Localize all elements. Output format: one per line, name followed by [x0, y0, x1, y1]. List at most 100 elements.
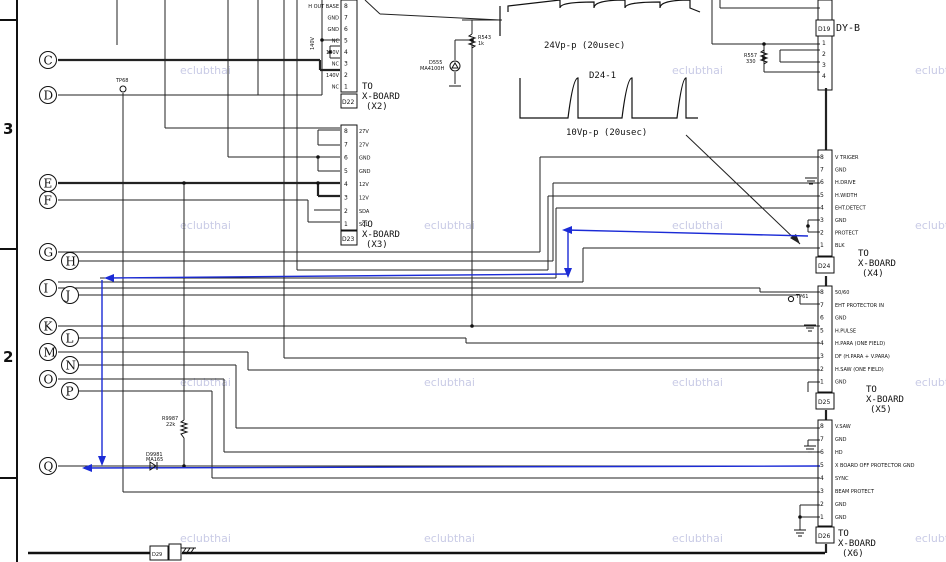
connector-label: C — [44, 53, 53, 67]
pin-label: SYNC — [835, 476, 849, 482]
pin-label: H.WIDTH — [835, 193, 858, 199]
pin-number: 8 — [820, 423, 824, 430]
pin-label: NC — [332, 39, 340, 45]
pin-number: 3 — [820, 353, 824, 360]
diode-d555: D555 MA4100H — [420, 60, 461, 87]
svg-text:4: 4 — [822, 73, 826, 80]
pin-label: EHT PROTECTOR IN — [835, 303, 884, 309]
pin-number: 2 — [820, 501, 824, 508]
svg-text:2: 2 — [822, 51, 826, 58]
pin-label: H.PULSE — [835, 328, 856, 334]
d23-id: D23 — [342, 236, 354, 243]
pin-number: 6 — [820, 449, 824, 456]
d24-id: D24 — [818, 263, 830, 270]
pin-label: GND — [328, 16, 340, 22]
pin-label: 27V — [359, 129, 369, 135]
svg-text:R557: R557 — [744, 53, 757, 59]
connector-label: L — [66, 331, 74, 345]
waveform-24vpp: 24Vp-p (20usec) — [499, 0, 701, 51]
zone-label-2: 2 — [3, 348, 13, 366]
pin-number: 4 — [344, 49, 348, 56]
pin-number: 7 — [820, 436, 824, 443]
pin-label: GND — [835, 380, 847, 386]
pin-label: H OUT BASE — [308, 4, 339, 10]
pin-label: EHT.DETECT — [835, 205, 867, 211]
pin-number: 4 — [820, 340, 824, 347]
d25-id: D25 — [818, 399, 830, 406]
connector-h: H — [61, 252, 79, 270]
pin-label: GND — [359, 169, 371, 175]
pin-number: 8 — [820, 289, 824, 296]
pin-label: 140V — [326, 73, 340, 79]
pin-label: 27V — [359, 142, 369, 148]
pin-number: 7 — [344, 141, 348, 148]
pin-label: X BOARD OFF PROTECTOR GND — [835, 463, 915, 469]
d19-name: DY-B — [836, 23, 860, 34]
d29-id: D29 — [152, 552, 162, 558]
connector-label: D — [44, 88, 54, 102]
connector-f: F — [39, 191, 57, 209]
pin-number: 3 — [820, 217, 824, 224]
pin-number: 8 — [344, 3, 348, 10]
watermark-text: eclubthai — [180, 64, 231, 77]
pin-label: NC — [332, 85, 340, 91]
connector-g: G — [39, 243, 57, 261]
pin-label: 12V — [359, 182, 369, 188]
pin-label: BLK — [835, 243, 845, 249]
waveform-d24-1-title: D24-1 — [589, 71, 616, 81]
svg-text:330: 330 — [746, 59, 756, 65]
pin-label: NC — [332, 62, 340, 68]
pin-number: 2 — [344, 208, 348, 215]
watermarks: eclubthai eclubthai eclubthai eclubthai … — [180, 64, 946, 545]
connector-m: M — [39, 343, 57, 361]
pin-label: 50/60 — [835, 290, 849, 296]
watermark-text: eclubthai — [672, 64, 723, 77]
pin-label: SDA — [359, 209, 370, 215]
watermark-text: eclubthai — [672, 532, 723, 545]
connector-l: L — [61, 329, 79, 347]
watermark-text: eclubthai — [915, 376, 946, 389]
connector-label: P — [66, 384, 74, 398]
svg-text:R9987: R9987 — [162, 416, 178, 422]
pin-label: GND — [359, 156, 371, 162]
pin-number: 1 — [820, 379, 824, 386]
pin-label: H.PARA (ONE FIELD) — [835, 341, 885, 347]
svg-text:R543: R543 — [478, 35, 491, 41]
pin-label: H.SAW (ONE FIELD) — [835, 367, 884, 373]
svg-text:MA4100H: MA4100H — [420, 66, 444, 72]
pin-number: 5 — [820, 462, 824, 469]
d19-id: D19 — [818, 26, 830, 33]
d22-id: D22 — [342, 99, 354, 106]
connector-label: H — [66, 254, 76, 268]
pin-number: 4 — [820, 204, 824, 211]
signal-trace-arrows — [83, 229, 821, 469]
pin-label: 12V — [359, 196, 369, 202]
connector-d29: D29 — [149, 543, 196, 561]
waveform-d24-1-label: 10Vp-p (20usec) — [566, 128, 647, 138]
svg-text:TP68: TP68 — [115, 78, 128, 84]
resistor-r9987: R9987 22k — [162, 416, 189, 439]
svg-text:TP61: TP61 — [795, 294, 808, 300]
connector-label: J — [64, 288, 71, 302]
pin-label: BEAM PROTECT — [835, 489, 875, 495]
connector-label: I — [44, 281, 49, 295]
pin-number: 1 — [820, 514, 824, 521]
watermark-text: eclubthai — [672, 376, 723, 389]
connector-j: J — [61, 286, 79, 304]
svg-text:3: 3 — [822, 62, 826, 69]
pin-number: 8 — [820, 154, 824, 161]
connector-d19: D19 DY-B 12 34 — [815, 0, 860, 91]
left-rail — [0, 0, 18, 562]
pin-label: GND — [835, 218, 847, 224]
connector-label: Q — [44, 459, 54, 473]
svg-text:MA165: MA165 — [146, 457, 163, 463]
pin-number: 7 — [820, 302, 824, 309]
